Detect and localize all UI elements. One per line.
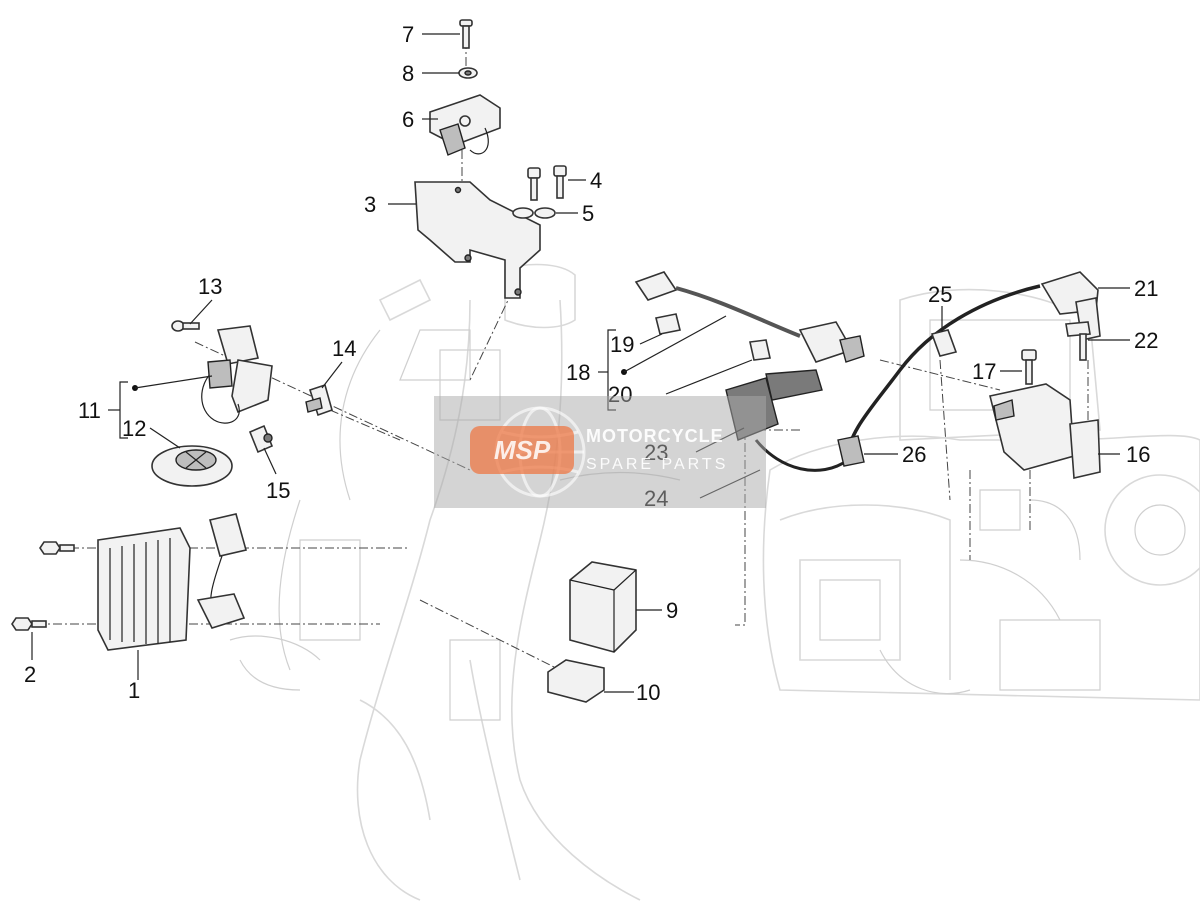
part-4-bolts: [527, 165, 567, 201]
callout-label: 25: [928, 282, 952, 307]
callout-label: 4: [590, 168, 602, 193]
callout-16: 16: [1098, 442, 1150, 467]
part-14-clip: [305, 383, 333, 417]
callout-19: 19: [610, 332, 663, 357]
callout-2: 2: [24, 632, 36, 687]
callout-label: 22: [1134, 328, 1158, 353]
callout-label: 6: [402, 107, 414, 132]
watermark-badge: MSP: [470, 426, 574, 474]
watermark-overlay: MSP MOTORCYCLE SPARE PARTS: [434, 396, 766, 508]
callout-label: 18: [566, 360, 590, 385]
part-6-sensor: [429, 94, 501, 156]
callout-label: 16: [1126, 442, 1150, 467]
callout-label: 21: [1134, 276, 1158, 301]
callout-label: 10: [636, 680, 660, 705]
callout-10: 10: [604, 680, 660, 705]
watermark-subtitle: SPARE PARTS: [586, 456, 729, 473]
part-1-regulator: [97, 513, 247, 651]
callout-label: 2: [24, 662, 36, 687]
callout-26: 26: [864, 442, 926, 467]
callout-12: 12: [122, 416, 181, 449]
callout-17: 17: [972, 359, 1022, 384]
part-13-screw: [171, 320, 200, 332]
callout-6: 6: [402, 107, 438, 132]
callout-label: 8: [402, 61, 414, 86]
part-20-clip: [749, 339, 771, 361]
part-18-cable: [634, 271, 865, 363]
callout-8: 8: [402, 61, 459, 86]
callout-1: 1: [128, 650, 140, 703]
part-5-washers: [512, 207, 556, 219]
callout-label: 17: [972, 359, 996, 384]
callout-label: 5: [582, 201, 594, 226]
part-16-coil: [989, 383, 1101, 479]
callout-label: 19: [610, 332, 634, 357]
callout-label: 26: [902, 442, 926, 467]
callout-9: 9: [636, 598, 678, 623]
callout-label: 7: [402, 22, 414, 47]
part-25-26-cable: [837, 284, 1041, 467]
callout-label: 9: [666, 598, 678, 623]
callout-25: 25: [928, 282, 952, 332]
part-10-pad: [547, 659, 605, 703]
part-3-bracket: [414, 181, 541, 299]
engine-ghost-outline: [762, 288, 1200, 701]
part-19-cap: [655, 313, 681, 335]
callout-label: 3: [364, 192, 376, 217]
part-2-bolts: [11, 541, 75, 631]
callout-4: 4: [568, 168, 602, 193]
part-21-coil-cap: [1040, 271, 1101, 341]
callout-22: 22: [1088, 328, 1158, 353]
callout-7: 7: [402, 22, 460, 47]
callout-15: 15: [263, 447, 290, 503]
watermark-title: MOTORCYCLE: [586, 426, 724, 446]
callout-13: 13: [189, 274, 222, 325]
callout-label: 14: [332, 336, 356, 361]
callout-5: 5: [556, 201, 594, 226]
part-11-receiver: [201, 325, 273, 424]
callout-21: 21: [1098, 276, 1158, 301]
callout-label: 12: [122, 416, 146, 441]
callout-label: 13: [198, 274, 222, 299]
callout-label: 1: [128, 678, 140, 703]
callout-label: 15: [266, 478, 290, 503]
callout-label: 11: [78, 398, 101, 423]
callout-3: 3: [364, 192, 416, 217]
part-8-washer: [458, 67, 478, 79]
part-15-connector: [248, 424, 274, 454]
part-22-connector: [1065, 321, 1091, 361]
callout-11: 11: [78, 375, 213, 439]
part-9-module: [569, 561, 637, 653]
part-12-remote: [151, 445, 233, 487]
part-17-bolt: [1021, 349, 1037, 385]
part-7-screw: [459, 19, 473, 49]
callout-14: 14: [321, 336, 356, 389]
